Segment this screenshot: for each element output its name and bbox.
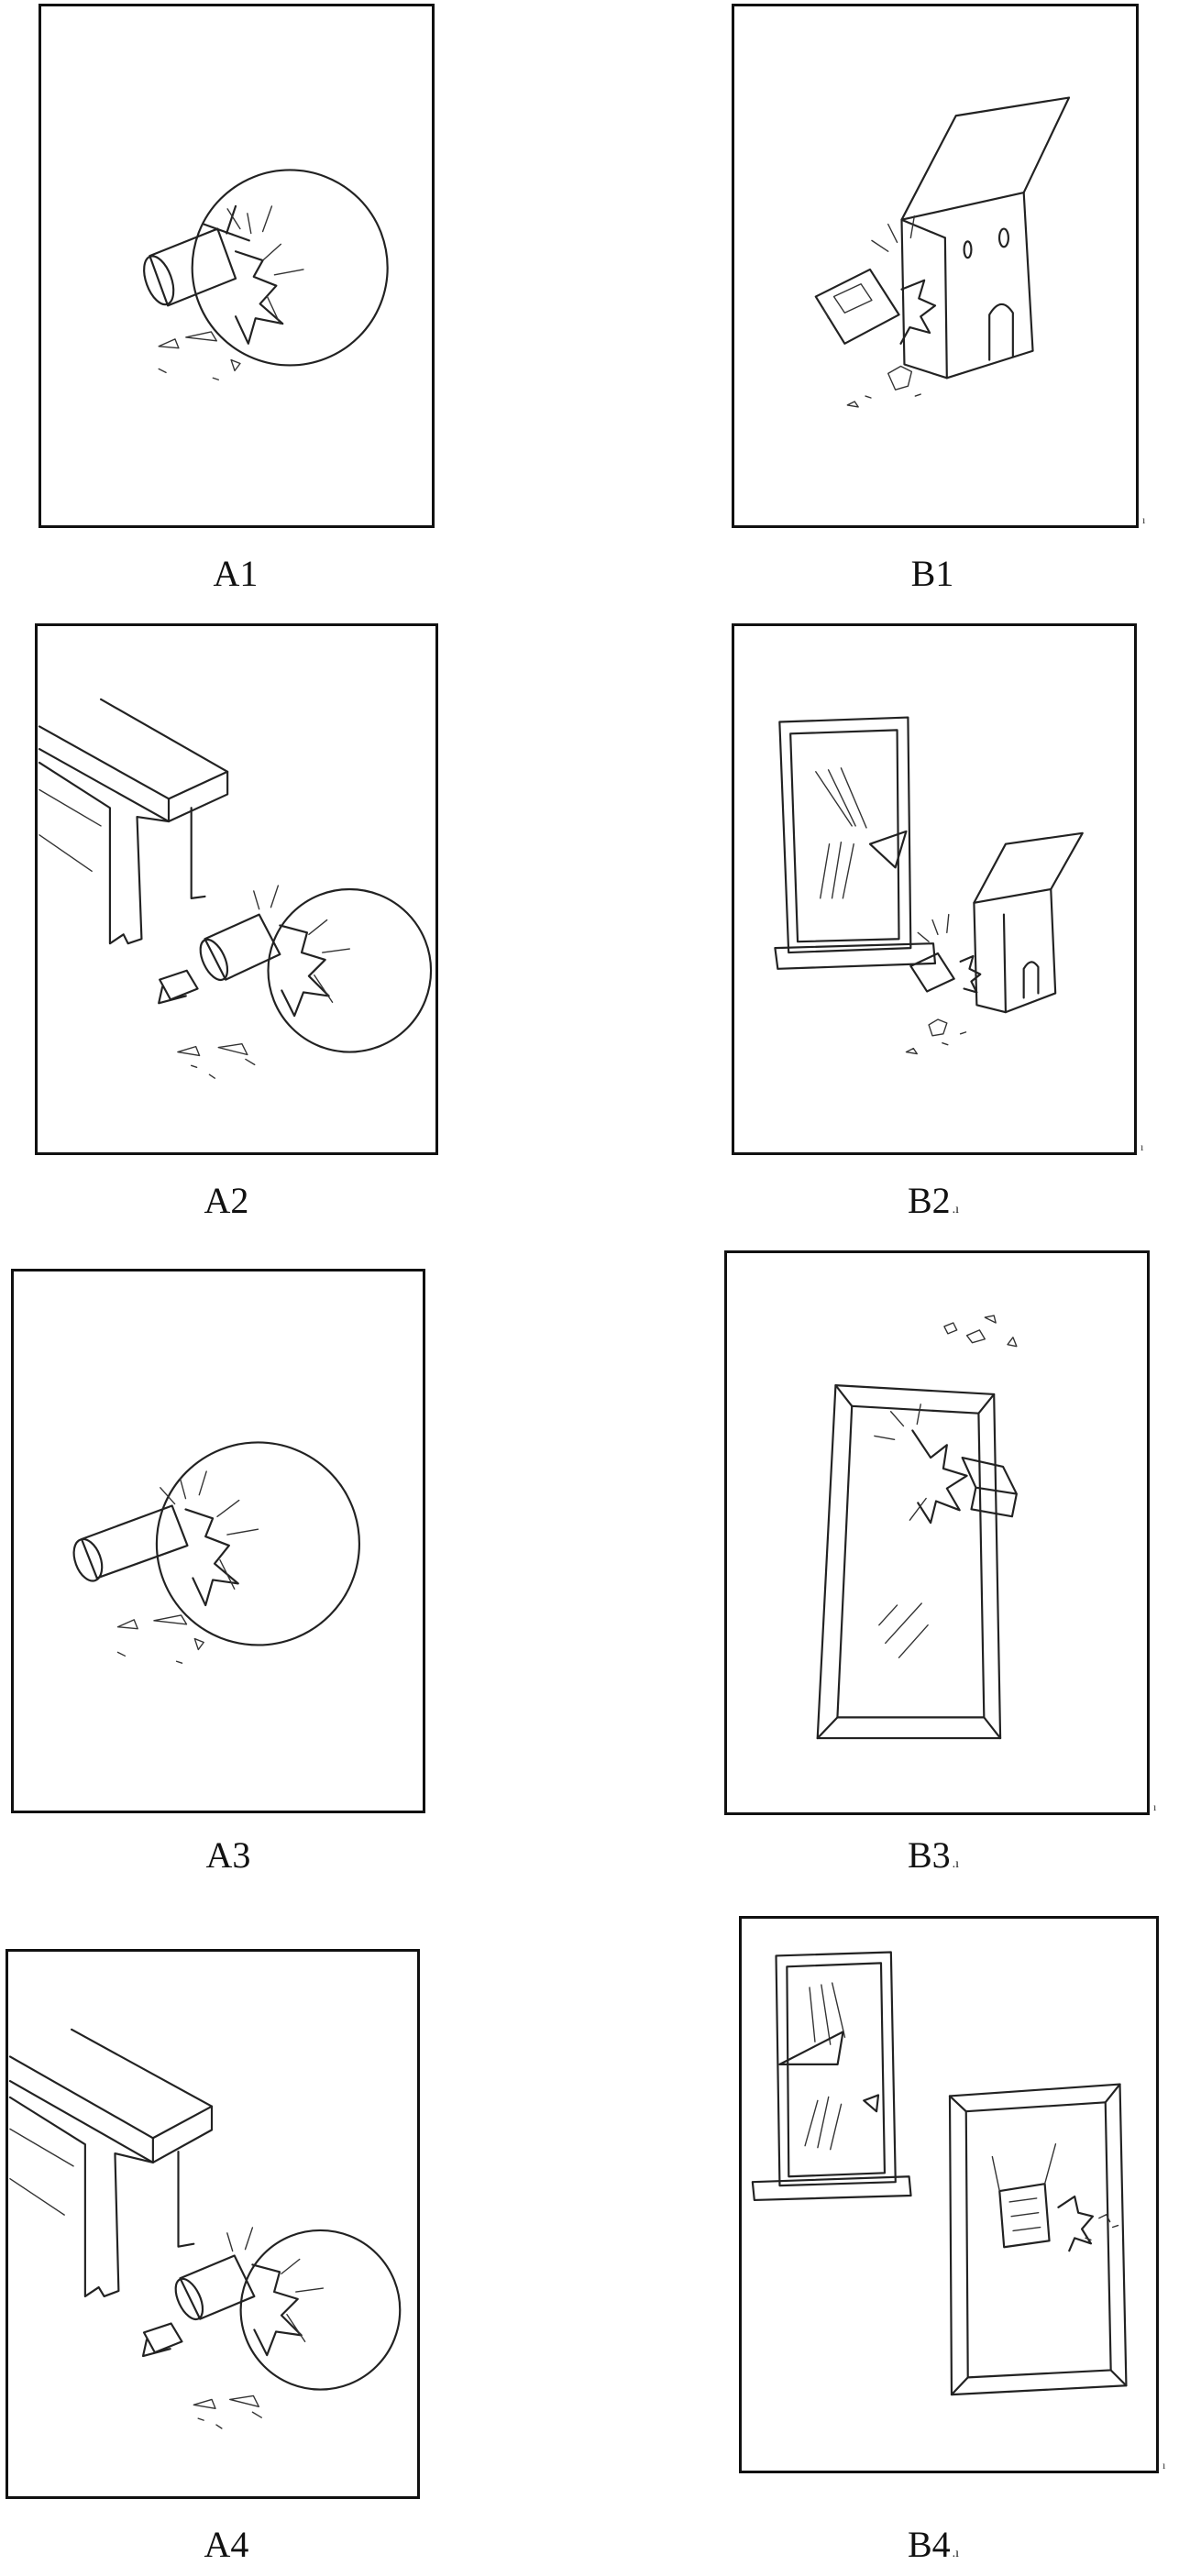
sketch-book-hits-house <box>814 96 1071 408</box>
caption-b3: B3.ı <box>907 1834 960 1876</box>
panel-b3 <box>724 1250 1150 1815</box>
caption-b4: B4.ı <box>907 2524 960 2565</box>
caption-a2: A2 <box>204 1180 249 1221</box>
panel-a1 <box>39 4 435 528</box>
panel-b4 <box>739 1916 1159 2473</box>
panel-a2 <box>35 623 438 1155</box>
sketch-window-mirror-reflection <box>751 1951 1128 2396</box>
caption-b1: B1 <box>910 553 954 594</box>
sketch-table-can-ball <box>38 698 433 1079</box>
caption-a4: A4 <box>204 2524 249 2565</box>
panel-a3 <box>11 1269 425 1813</box>
caption-a1: A1 <box>213 553 259 594</box>
edge-mark-b4: ı <box>1162 2459 1166 2471</box>
edge-mark-b3: ı <box>1153 1800 1157 1813</box>
panel-b1 <box>732 4 1139 528</box>
sketch-can-hits-ball <box>143 169 389 380</box>
panel-b2 <box>732 623 1137 1155</box>
sketch-window-book-house <box>774 716 1084 1055</box>
sketch-table-can-ball-2 <box>8 2028 402 2429</box>
caption-a3: A3 <box>205 1834 251 1876</box>
sketch-book-hits-mirror <box>816 1315 1018 1740</box>
edge-mark-b2: ı <box>1140 1140 1144 1153</box>
caption-b2: B2.ı <box>907 1180 960 1221</box>
panel-a4 <box>6 1949 420 2499</box>
sketch-can-hits-ball-2 <box>72 1441 361 1664</box>
edge-mark-b1: ı <box>1142 513 1146 526</box>
